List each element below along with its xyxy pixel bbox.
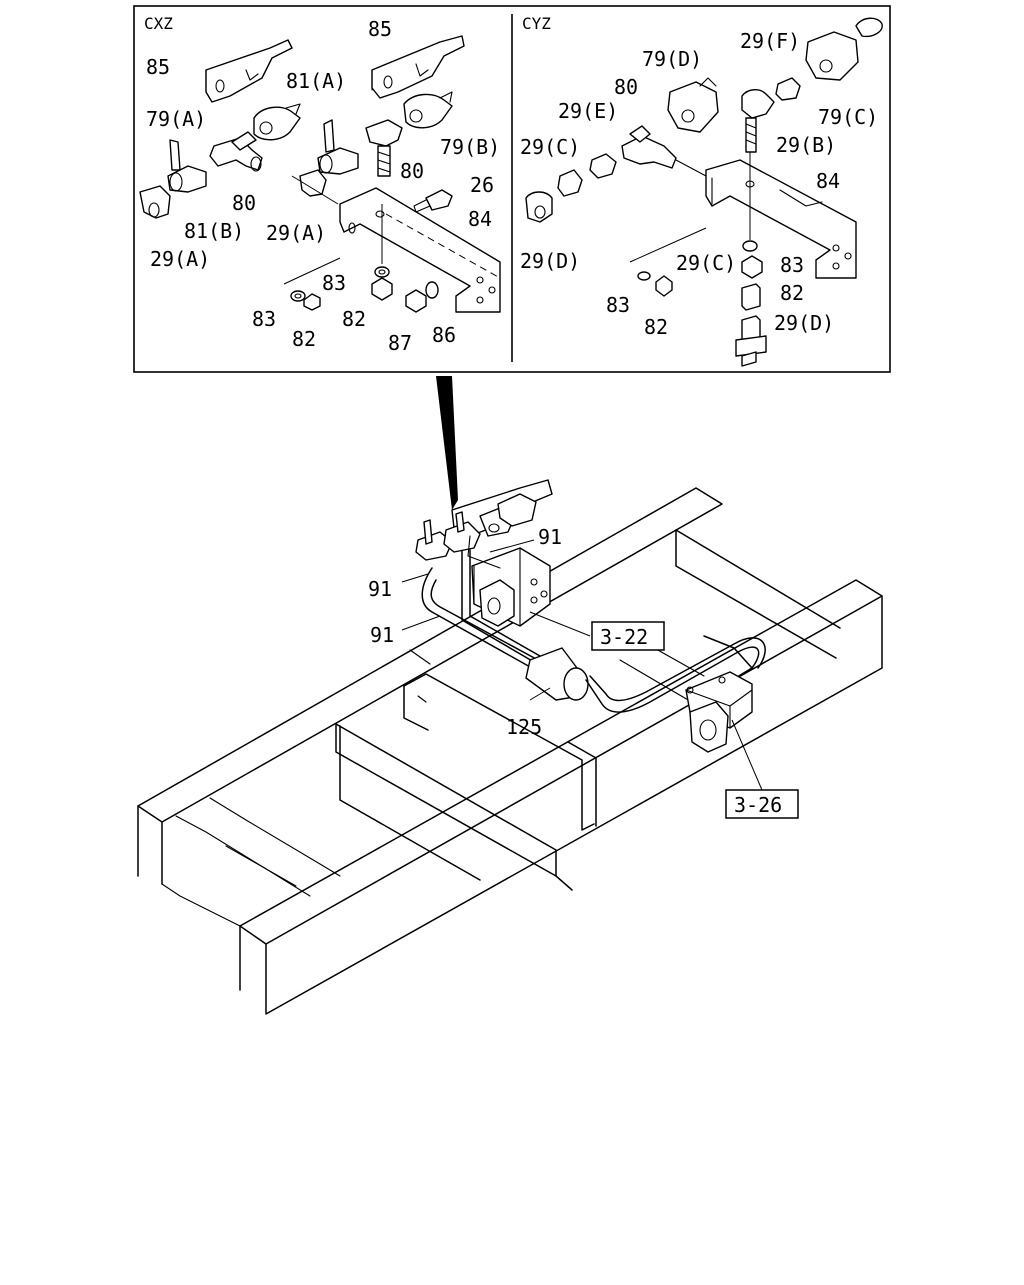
ref-label-3-26[interactable]: 3-26	[734, 793, 782, 817]
cxz-label-85-left: 85	[146, 55, 170, 79]
cyz-label-83-left: 83	[606, 293, 630, 317]
cxz-label-85-right: 85	[368, 17, 392, 41]
main-label-91-mid: 91	[368, 577, 392, 601]
inset-frame	[133, 5, 891, 373]
cxz-label-80-right: 80	[400, 159, 424, 183]
ref-box-3-22[interactable]	[591, 621, 665, 651]
ref-label-3-22[interactable]: 3-22	[600, 625, 648, 649]
cxz-label-84: 84	[468, 207, 492, 231]
cxz-label-83-mid: 83	[322, 271, 346, 295]
cxz-label-81a: 81(A)	[286, 69, 346, 93]
cyz-label-82-right: 82	[780, 281, 804, 305]
cxz-label-79a: 79(A)	[146, 107, 206, 131]
cyz-label-29f: 29(F)	[740, 29, 800, 53]
cyz-label-29e: 29(E)	[558, 99, 618, 123]
cxz-label-80-left: 80	[232, 191, 256, 215]
cxz-label-79b: 79(B)	[440, 135, 500, 159]
inset-title-cxz: CXZ	[144, 14, 173, 33]
main-label-91-low: 91	[370, 623, 394, 647]
cyz-label-80: 80	[614, 75, 638, 99]
cyz-label-79d: 79(D)	[642, 47, 702, 71]
inset-title-cyz: CYZ	[522, 14, 551, 33]
cyz-parts	[525, 17, 883, 367]
air-piping	[421, 547, 766, 713]
cyz-label-84: 84	[816, 169, 840, 193]
cxz-label-87: 87	[388, 331, 412, 355]
cxz-label-82-mid: 82	[342, 307, 366, 331]
cyz-label-29d-low: 29(D)	[774, 311, 834, 335]
cxz-label-81b: 81(B)	[184, 219, 244, 243]
cxz-label-29a-mid: 29(A)	[266, 221, 326, 245]
cyz-label-29d-left: 29(D)	[520, 249, 580, 273]
main-label-91-top: 91	[538, 525, 562, 549]
cyz-label-29c-top: 29(C)	[520, 135, 580, 159]
main-leaders	[401, 539, 763, 791]
cyz-label-29b: 29(B)	[776, 133, 836, 157]
coupling-cluster	[415, 479, 553, 569]
cyz-label-79c: 79(C)	[818, 105, 878, 129]
cxz-label-26: 26	[470, 173, 494, 197]
cxz-parts	[139, 35, 501, 313]
cxz-label-86: 86	[432, 323, 456, 347]
main-label-125: 125	[506, 715, 542, 739]
cyz-label-83-right: 83	[780, 253, 804, 277]
cyz-label-29c-low: 29(C)	[676, 251, 736, 275]
valve-block-3-22	[471, 547, 551, 627]
cxz-label-29a-left: 29(A)	[150, 247, 210, 271]
valve-block-3-26	[685, 671, 753, 753]
chassis-frame	[137, 487, 883, 1015]
cxz-label-82-left: 82	[292, 327, 316, 351]
ref-box-3-26[interactable]	[725, 789, 799, 819]
cyz-label-82-left: 82	[644, 315, 668, 339]
connector-arrow	[436, 376, 458, 510]
cxz-label-83-left: 83	[252, 307, 276, 331]
